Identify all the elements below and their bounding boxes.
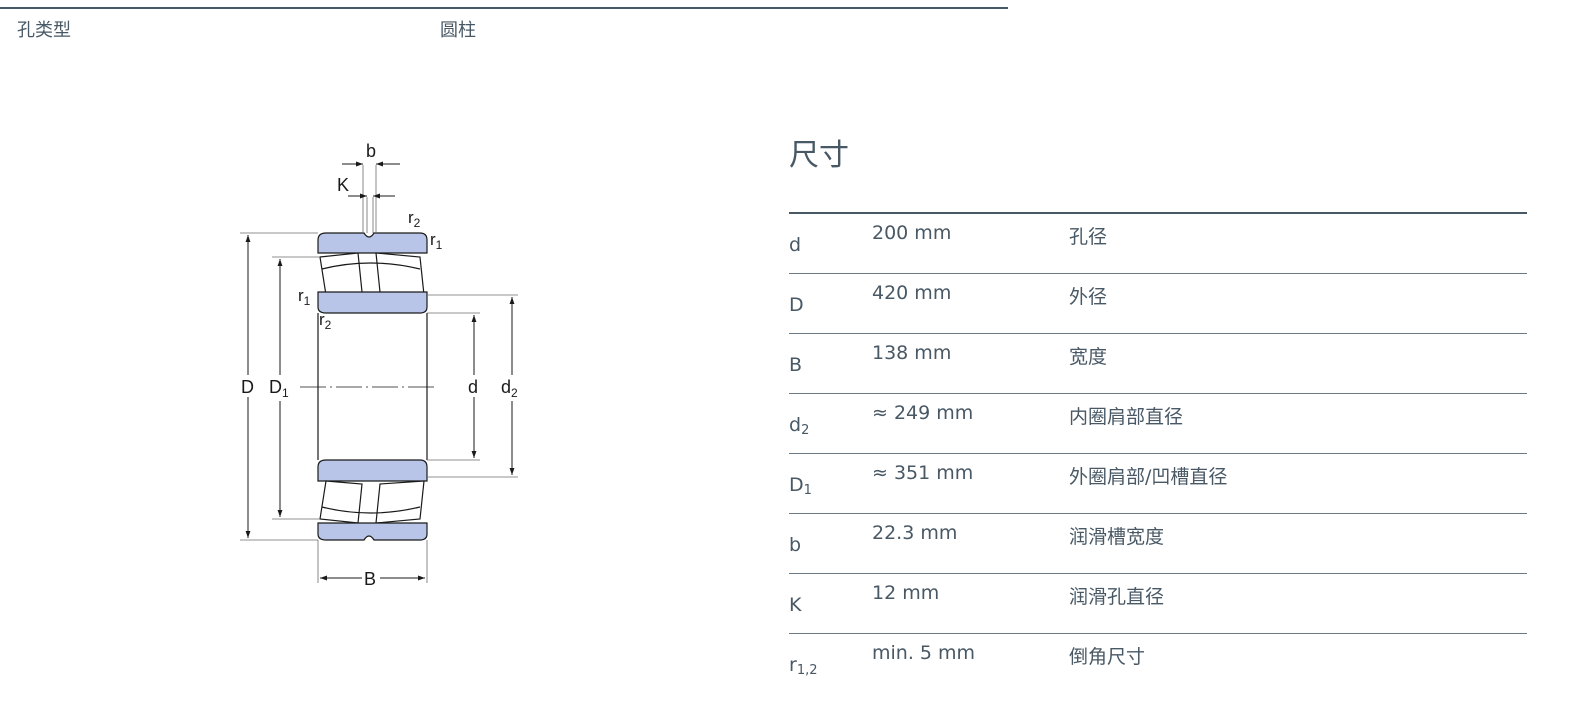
dimension-value: 138 mm (872, 342, 952, 364)
dimension-symbol: B (789, 354, 803, 376)
dimension-value: 420 mm (872, 282, 952, 304)
dimension-symbol: r1,2 (789, 654, 818, 678)
bearing-cross-section (317, 232, 428, 541)
dimension-row-d: d 200 mm 孔径 (789, 214, 1527, 274)
dimension-row-r12: r1,2 min. 5 mm 倒角尺寸 (789, 634, 1527, 693)
label-D1: D1 (269, 377, 289, 400)
label-r1-top: r1 (430, 230, 443, 252)
dimension-description: 宽度 (1069, 346, 1108, 368)
dimension-value: 12 mm (872, 582, 940, 604)
dimension-value: ≈ 249 mm (872, 402, 974, 424)
dimensions-section: 尺寸 d 200 mm 孔径 D 420 mm 外径 B 138 mm 宽度 d… (789, 134, 1527, 693)
top-divider (0, 7, 1008, 9)
dimension-symbol: d2 (789, 414, 810, 438)
dimension-description: 倒角尺寸 (1069, 646, 1146, 668)
label-d: d (468, 377, 478, 397)
label-B: B (364, 569, 376, 589)
bore-type-label: 孔类型 (17, 20, 71, 41)
label-d2: d2 (501, 377, 518, 400)
dimension-description: 孔径 (1069, 226, 1108, 248)
dimension-value: min. 5 mm (872, 642, 976, 664)
bearing-diagram: D D1 d d2 B b K r2 r1 r1 r2 (230, 135, 530, 595)
dimensions-title: 尺寸 (789, 138, 849, 173)
dimension-symbol: d (789, 234, 802, 256)
label-r2-top: r2 (408, 208, 421, 230)
dimension-value: ≈ 351 mm (872, 462, 974, 484)
bore-type-value: 圆柱 (440, 20, 476, 41)
dimensions-table: d 200 mm 孔径 D 420 mm 外径 B 138 mm 宽度 d2 ≈… (789, 212, 1527, 693)
dimension-value: 200 mm (872, 222, 952, 244)
dimension-symbol: D1 (789, 474, 812, 498)
label-K: K (337, 175, 349, 195)
dimension-row-K: K 12 mm 润滑孔直径 (789, 574, 1527, 634)
label-b: b (366, 141, 376, 161)
dimension-description: 润滑孔直径 (1069, 586, 1165, 608)
label-r1-side: r1 (298, 286, 311, 308)
bearing-drawing: D D1 d d2 B b K r2 r1 r1 r2 (240, 141, 524, 589)
dimension-row-D1: D1 ≈ 351 mm 外圈肩部/凹槽直径 (789, 454, 1527, 514)
label-D: D (241, 377, 254, 397)
dimension-row-B: B 138 mm 宽度 (789, 334, 1527, 394)
dimension-value: 22.3 mm (872, 522, 958, 544)
dimension-symbol: K (789, 594, 802, 616)
dimension-row-d2: d2 ≈ 249 mm 内圈肩部直径 (789, 394, 1527, 454)
dimension-description: 外圈肩部/凹槽直径 (1069, 466, 1228, 488)
label-r2-side: r2 (319, 310, 332, 332)
dimension-symbol: b (789, 534, 802, 556)
dimension-description: 内圈肩部直径 (1069, 406, 1184, 428)
dimension-description: 润滑槽宽度 (1069, 526, 1165, 548)
dimension-row-D: D 420 mm 外径 (789, 274, 1527, 334)
dimension-row-b: b 22.3 mm 润滑槽宽度 (789, 514, 1527, 574)
dimension-symbol: D (789, 294, 804, 316)
dimension-description: 外径 (1069, 286, 1108, 308)
